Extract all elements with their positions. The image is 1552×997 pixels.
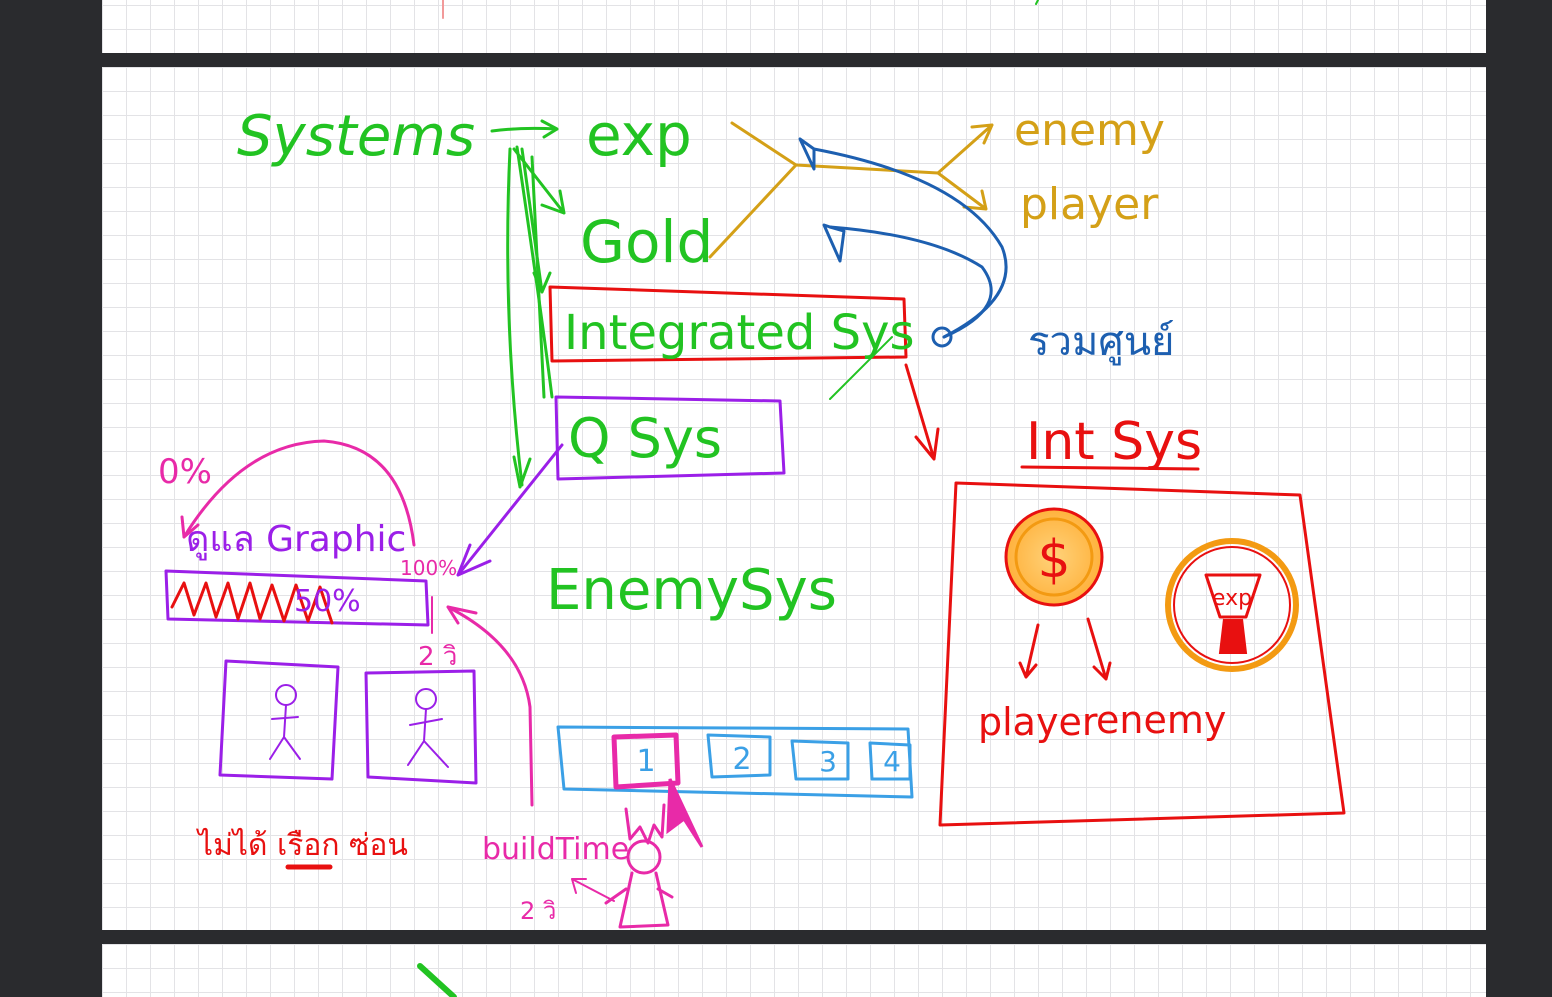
- graphic-group[interactable]: 0% ดูแล Graphic 100% 50% 2 วิ: [158, 439, 457, 672]
- arrow-to-intsys-icon: [904, 363, 940, 461]
- handwritten-canvas[interactable]: Systems exp Gold EnemySys Integrated Sys…: [102, 67, 1486, 930]
- loop-arrow-icon: [180, 439, 416, 547]
- trophy-stem-icon: [1218, 618, 1248, 654]
- slot-1-label: 1: [636, 744, 655, 779]
- q-sys-label: Q Sys: [568, 407, 722, 470]
- int-sys-group[interactable]: Int Sys $ exp player enemy: [938, 412, 1346, 827]
- integrated-sys-group[interactable]: Integrated Sys: [548, 285, 940, 461]
- slot-4-label: 4: [883, 745, 901, 778]
- int-sys-underline: [1020, 465, 1200, 471]
- build-arrow-icon: [446, 605, 534, 807]
- slot-2-label: 2: [732, 742, 751, 777]
- progress-bar[interactable]: [164, 569, 430, 627]
- character-cards-group[interactable]: ไม่ได้ เรือก ซ่อน: [196, 659, 478, 870]
- gold-label: Gold: [580, 208, 713, 276]
- next-page: [102, 944, 1486, 997]
- stick-figure-1-body: [269, 704, 301, 760]
- exp-badge-icon: [1165, 538, 1299, 672]
- previous-page: [102, 0, 1486, 53]
- graphic-label: ดูแล Graphic: [186, 519, 406, 561]
- slot-1-highlight[interactable]: [611, 732, 681, 790]
- arrow-to-graphic-icon: [456, 443, 564, 577]
- systems-label: Systems: [237, 104, 475, 169]
- arrow-to-enemysys-icon: [512, 455, 532, 489]
- arrow-to-enemy-icon: [794, 123, 994, 175]
- green-stroke: [417, 963, 457, 997]
- zero-percent-label: 0%: [158, 452, 212, 492]
- integrated-label: Integrated Sys: [564, 305, 915, 361]
- arrow-to-two-sec-icon: [571, 878, 615, 902]
- target-group: enemy player: [708, 105, 1165, 259]
- previous-page-ink: [442, 0, 1039, 19]
- bracket-stroke-1: [506, 147, 524, 487]
- stick-figure-2-icon: [415, 688, 437, 710]
- blue-arrowhead-top-icon: [798, 137, 816, 171]
- int-sys-box[interactable]: [938, 481, 1346, 827]
- two-sec-bottom-label: 2 วิ: [520, 897, 556, 925]
- exp-badge-ring: [1173, 546, 1291, 664]
- next-page-ink: [417, 963, 457, 997]
- player-top-label: player: [1020, 179, 1159, 230]
- int-sys-label: Int Sys: [1026, 412, 1202, 472]
- player-bottom-label: player: [978, 700, 1098, 744]
- slot-4[interactable]: [868, 741, 912, 781]
- blue-connector-group: รวมศูนย์: [798, 137, 1174, 365]
- exp-badge-label: exp: [1212, 586, 1252, 611]
- coin-inner-ring: [1014, 517, 1094, 597]
- faint-green-stroke: [1035, 0, 1039, 5]
- thai-center-label: รวมศูนย์: [1028, 319, 1174, 365]
- arrow-to-exp-icon: [490, 119, 559, 139]
- enemy-bottom-label: enemy: [1096, 698, 1226, 742]
- character-card-2[interactable]: [364, 669, 478, 785]
- slot-3[interactable]: [790, 739, 850, 781]
- thai-bottom-left-label: ไม่ได้ เรือก ซ่อน: [196, 827, 408, 863]
- progress-fill: [170, 581, 334, 625]
- two-sec-label: 2 วิ: [418, 642, 457, 672]
- coin-symbol: $: [1037, 530, 1070, 590]
- build-time-label: buildTime: [482, 832, 629, 867]
- coin-icon: [1004, 507, 1104, 607]
- gold-join-stroke: [708, 121, 798, 259]
- stick-figure-2-body: [407, 708, 449, 768]
- slot-bar[interactable]: [556, 725, 914, 799]
- king-body-icon: [604, 871, 674, 929]
- slash-stroke: [829, 336, 893, 400]
- arrow-to-qsys-icon: [530, 155, 546, 399]
- arrow-to-enemy-bottom-icon: [1086, 617, 1112, 681]
- stick-figure-1-icon: [275, 684, 297, 706]
- king-head-icon: [626, 839, 662, 875]
- enemy-top-label: enemy: [1014, 105, 1165, 156]
- fifty-percent-label: 50%: [294, 584, 361, 619]
- blue-dot-icon: [931, 326, 953, 348]
- build-slots-group[interactable]: buildTime 2 วิ 1 2 3 4: [446, 605, 914, 929]
- trophy-icon: [1204, 573, 1262, 619]
- q-sys-group[interactable]: Q Sys: [456, 395, 786, 577]
- blue-curve-bottom: [828, 225, 993, 339]
- hundred-percent-label: 100%: [400, 556, 457, 580]
- notebook-page[interactable]: Systems exp Gold EnemySys Integrated Sys…: [102, 67, 1486, 930]
- arrow-to-player-bottom-icon: [1018, 623, 1040, 679]
- crown-icon: [624, 803, 666, 845]
- enemy-sys-label: EnemySys: [546, 558, 837, 623]
- integrated-box[interactable]: [548, 285, 908, 363]
- slot-2[interactable]: [706, 733, 772, 779]
- blue-arrowhead-bottom-icon: [822, 223, 846, 263]
- slot-3-label: 3: [819, 745, 837, 778]
- cursor-arrow-icon: [666, 778, 704, 848]
- character-card-1[interactable]: [218, 659, 340, 781]
- exp-label: exp: [586, 101, 692, 169]
- systems-group: Systems exp Gold EnemySys: [237, 101, 837, 623]
